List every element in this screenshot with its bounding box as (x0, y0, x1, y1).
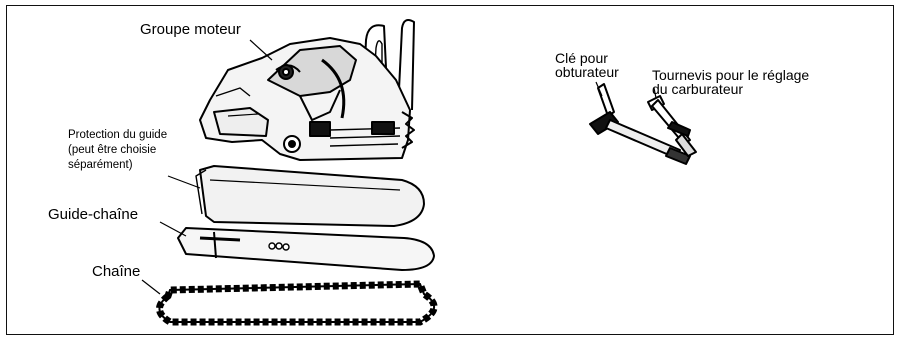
label-tournevis-line1: Tournevis pour le réglage (652, 67, 810, 83)
label-cle-line1: Clé pour (555, 50, 608, 66)
guide-bar-icon (177, 227, 435, 271)
label-guide-chaine: Guide-chaîne (48, 206, 139, 223)
bar-cover-icon (195, 165, 425, 227)
label-protection-line3: séparément) (68, 159, 133, 171)
label-protection-line2: (peut être choisie (68, 144, 157, 156)
saw-chain-icon (156, 280, 438, 326)
label-tournevis-line2: du carburateur (652, 81, 744, 97)
label-chaine: Chaîne (92, 263, 141, 280)
chainsaw-body-icon (199, 19, 415, 161)
label-groupe-moteur: Groupe moteur (140, 21, 241, 38)
wrench-icon (589, 83, 691, 165)
diagram-frame (6, 5, 894, 335)
label-protection-line1: Protection du guide (68, 129, 168, 141)
label-cle-line2: obturateur (555, 64, 619, 80)
